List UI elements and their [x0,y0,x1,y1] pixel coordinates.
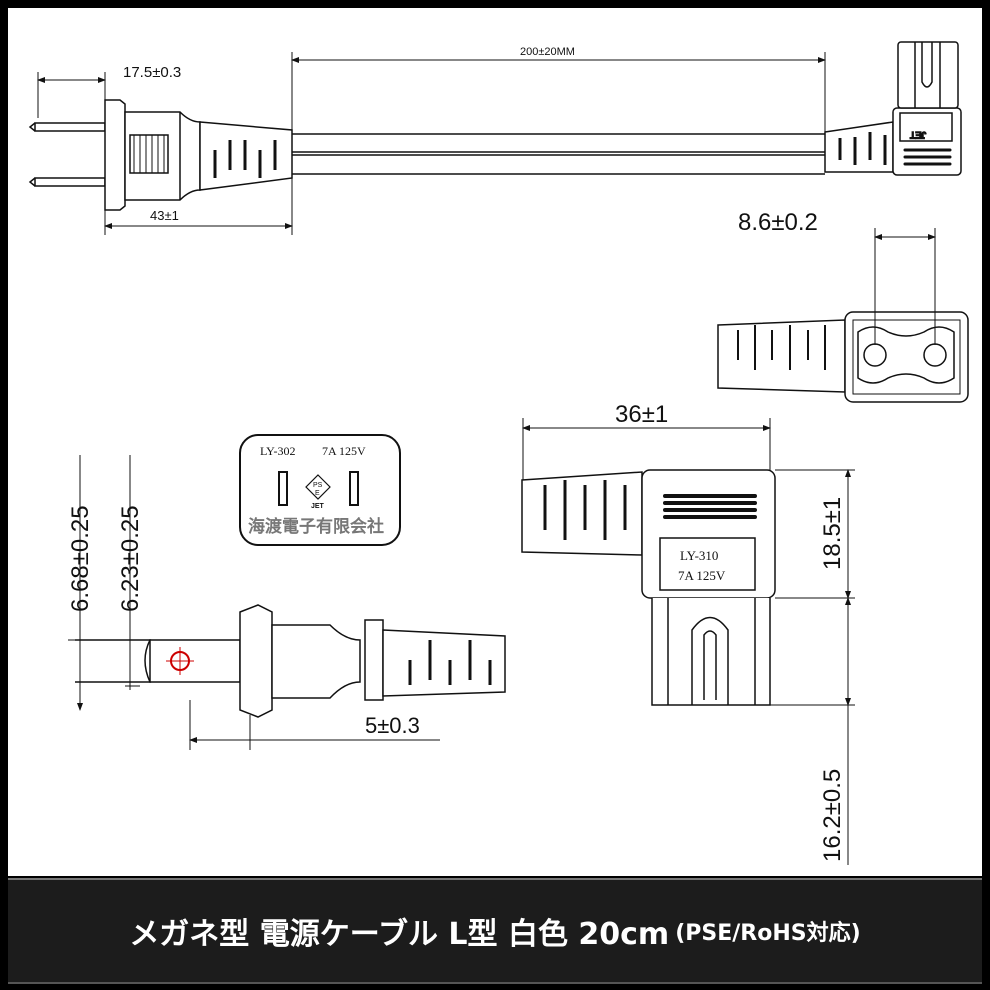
top-cable-view: JET 17.5±0.3 200±20MM 43±1 [28,41,962,235]
plug-length-label: 43±1 [150,208,179,223]
connector-head-height-label: 18.5±1 [819,497,846,570]
plug-prongs [28,122,106,187]
socket-pitch-label: 8.6±0.2 [738,209,818,236]
pse-mark-bottom: E [315,490,320,497]
connector-top-marking: JET [909,130,926,140]
cable [292,133,825,175]
prong-height-outer-label: 6.68±0.25 [67,505,94,612]
connector-model-label: LY-310 [680,548,718,563]
drawing-sheet: JET 17.5±0.3 200±20MM 43±1 [8,8,982,876]
plug-label-face: LY-302 7A 125V PS E JET 海渡電子有限会社 [239,434,401,546]
prong-height-inner-label: 6.23±0.25 [117,505,144,612]
plug-body [104,99,293,211]
dim-plug-length: 43±1 [104,178,293,235]
connector-width-label: 36±1 [615,401,668,428]
connector-side-view: LY-310 7A 125V 36±1 18.5±1 16.2±0.5 [521,401,855,865]
connector-rating-label: 7A 125V [678,568,726,583]
jet-mark: JET [311,503,325,510]
compliance-note: (PSE/RoHS対応) [675,921,861,946]
technical-drawing: JET 17.5±0.3 200±20MM 43±1 [28,41,969,865]
flange-thickness-label: 5±0.3 [365,713,420,738]
cable-length-label: 200±20MM [520,46,575,58]
socket-face-view: 8.6±0.2 [717,209,969,403]
product-title: メガネ型 電源ケーブル L型 白色 20cm [129,917,670,952]
product-caption-bar: メガネ型 電源ケーブル L型 白色 20cm (PSE/RoHS対応) [8,878,982,984]
dim-cable-length: 200±20MM [291,46,826,134]
pse-mark-top: PS [313,482,323,489]
plug-model-label: LY-302 [260,444,295,458]
prong-length-label: 17.5±0.3 [123,64,181,81]
l-connector-top: JET [824,41,962,176]
maker-name: 海渡電子有限会社 [248,516,384,536]
plug-rating-label: 7A 125V [322,444,366,458]
plug-side-view: 6.68±0.25 6.23±0.25 5±0.3 [67,455,506,750]
dim-prong-length: 17.5±0.3 [37,64,181,118]
connector-neck-height-label: 16.2±0.5 [819,769,846,862]
